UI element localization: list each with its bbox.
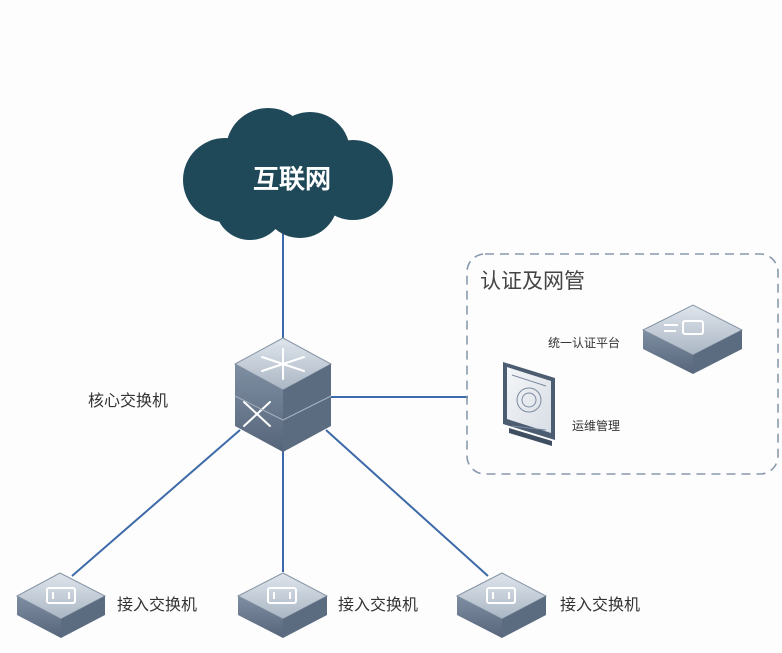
access-switch-2-label: 接入交换机: [338, 595, 418, 614]
access-switch-1-label: 接入交换机: [117, 595, 197, 614]
auth-platform-label: 统一认证平台: [548, 335, 620, 350]
ops-monitor-icon: [503, 362, 555, 446]
link-core-access-3: [325, 429, 489, 577]
internet-cloud: 互联网: [183, 108, 393, 240]
internet-label: 互联网: [253, 165, 331, 195]
auth-group-border: [466, 253, 779, 475]
connection-lines: [71, 232, 489, 577]
access-switch-3-icon: [455, 572, 548, 638]
access-switch-1-icon: [15, 572, 107, 638]
access-switch-2-icon: [236, 572, 329, 638]
core-switch-icon: [233, 337, 333, 452]
auth-group-title: 认证及网管: [480, 269, 585, 293]
link-core-access-1: [71, 429, 241, 577]
ops-label: 运维管理: [572, 418, 620, 433]
access-switch-3-label: 接入交换机: [560, 595, 640, 614]
core-switch-label: 核心交换机: [88, 391, 168, 410]
auth-platform-device-icon: [641, 304, 744, 374]
auth-management-group: 认证及网管 统一认证平台 运维管理: [466, 253, 779, 475]
